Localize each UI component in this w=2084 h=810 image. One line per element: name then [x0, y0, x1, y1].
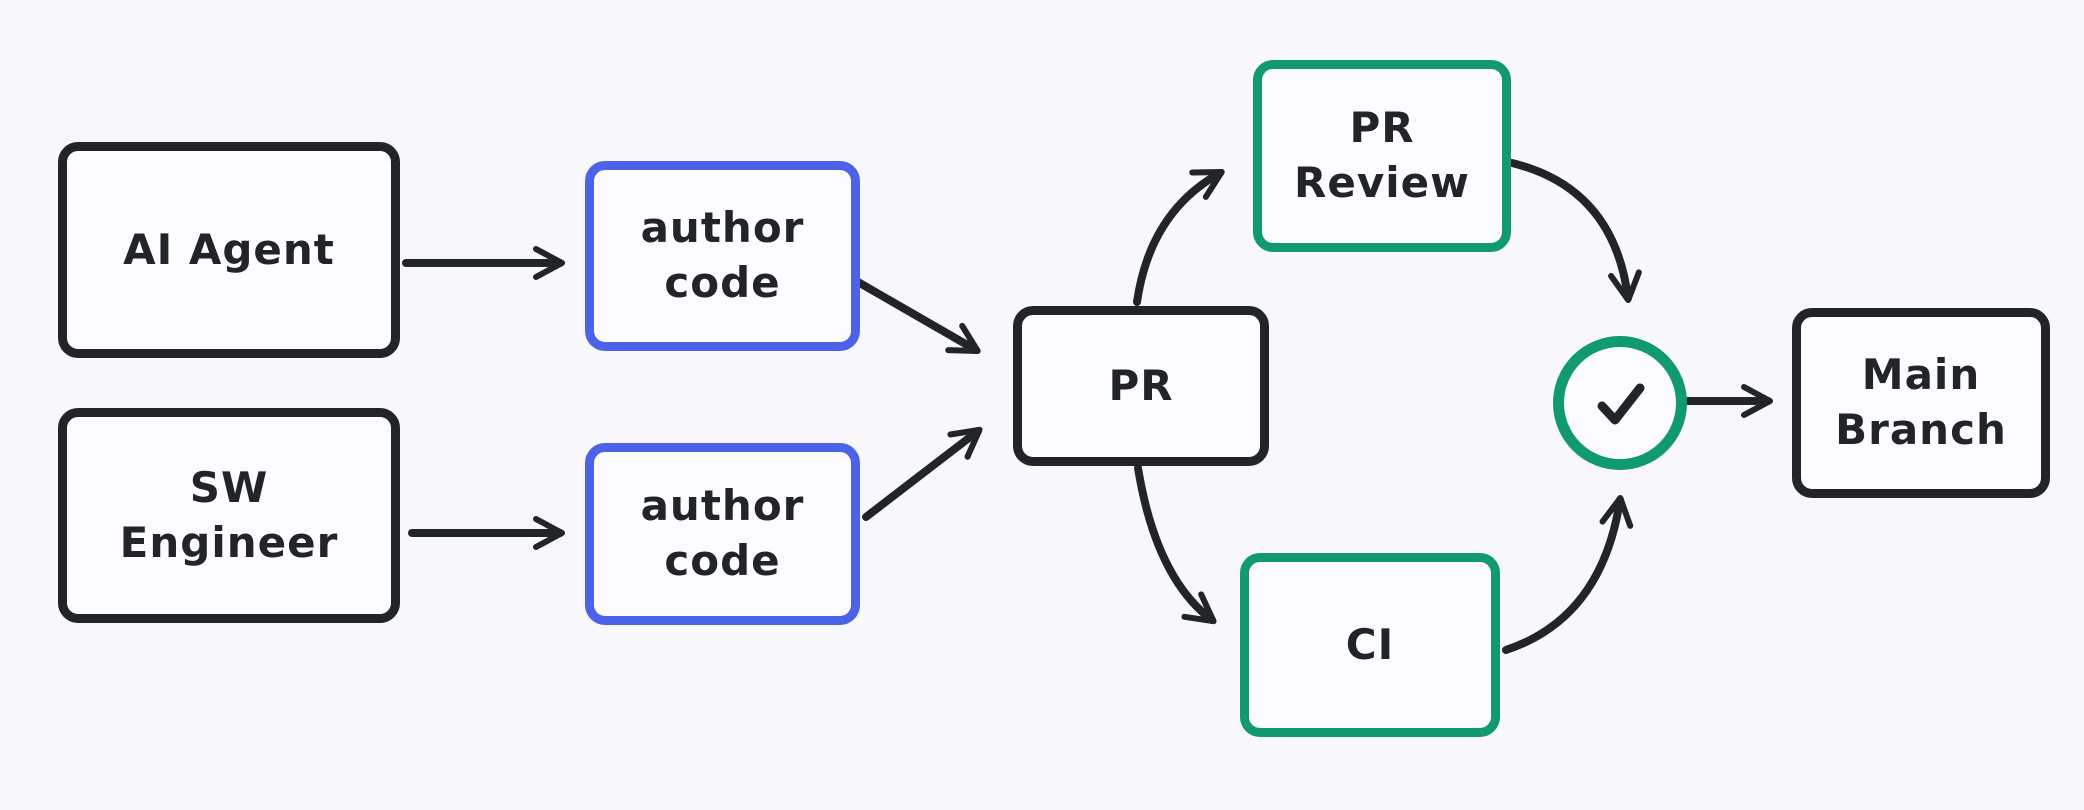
node-pr-review: PR Review [1253, 60, 1511, 252]
node-author-code-top-label: author code [640, 203, 805, 307]
edge-author-code-top-to-pr [854, 278, 981, 354]
node-ai-agent: AI Agent [58, 142, 400, 358]
check-icon [1597, 383, 1645, 425]
node-sw-engineer-label: SW Engineer [119, 462, 339, 567]
node-pr-review-label: PR Review [1294, 103, 1470, 207]
edge-ci-to-approval [1502, 495, 1634, 654]
edge-author-code-bottom-to-pr [862, 426, 983, 521]
node-sw-engineer: SW Engineer [58, 408, 400, 623]
node-pr-label: PR [1108, 360, 1174, 410]
node-ci: CI [1240, 553, 1500, 737]
node-author-code-bottom: author code [585, 443, 860, 625]
node-main-branch: Main Branch [1792, 308, 2050, 498]
node-pr: PR [1013, 306, 1269, 466]
node-author-code-top: author code [585, 161, 860, 351]
node-author-code-bottom-label: author code [640, 481, 805, 585]
node-main-branch-label: Main Branch [1835, 350, 2007, 454]
edge-pr-to-ci [1134, 464, 1217, 625]
node-approval-circle [1553, 336, 1687, 470]
edge-pr-review-to-approval [1508, 159, 1642, 303]
node-ci-label: CI [1345, 619, 1395, 669]
node-ai-agent-label: AI Agent [123, 224, 335, 274]
edge-pr-to-pr-review [1133, 169, 1225, 306]
